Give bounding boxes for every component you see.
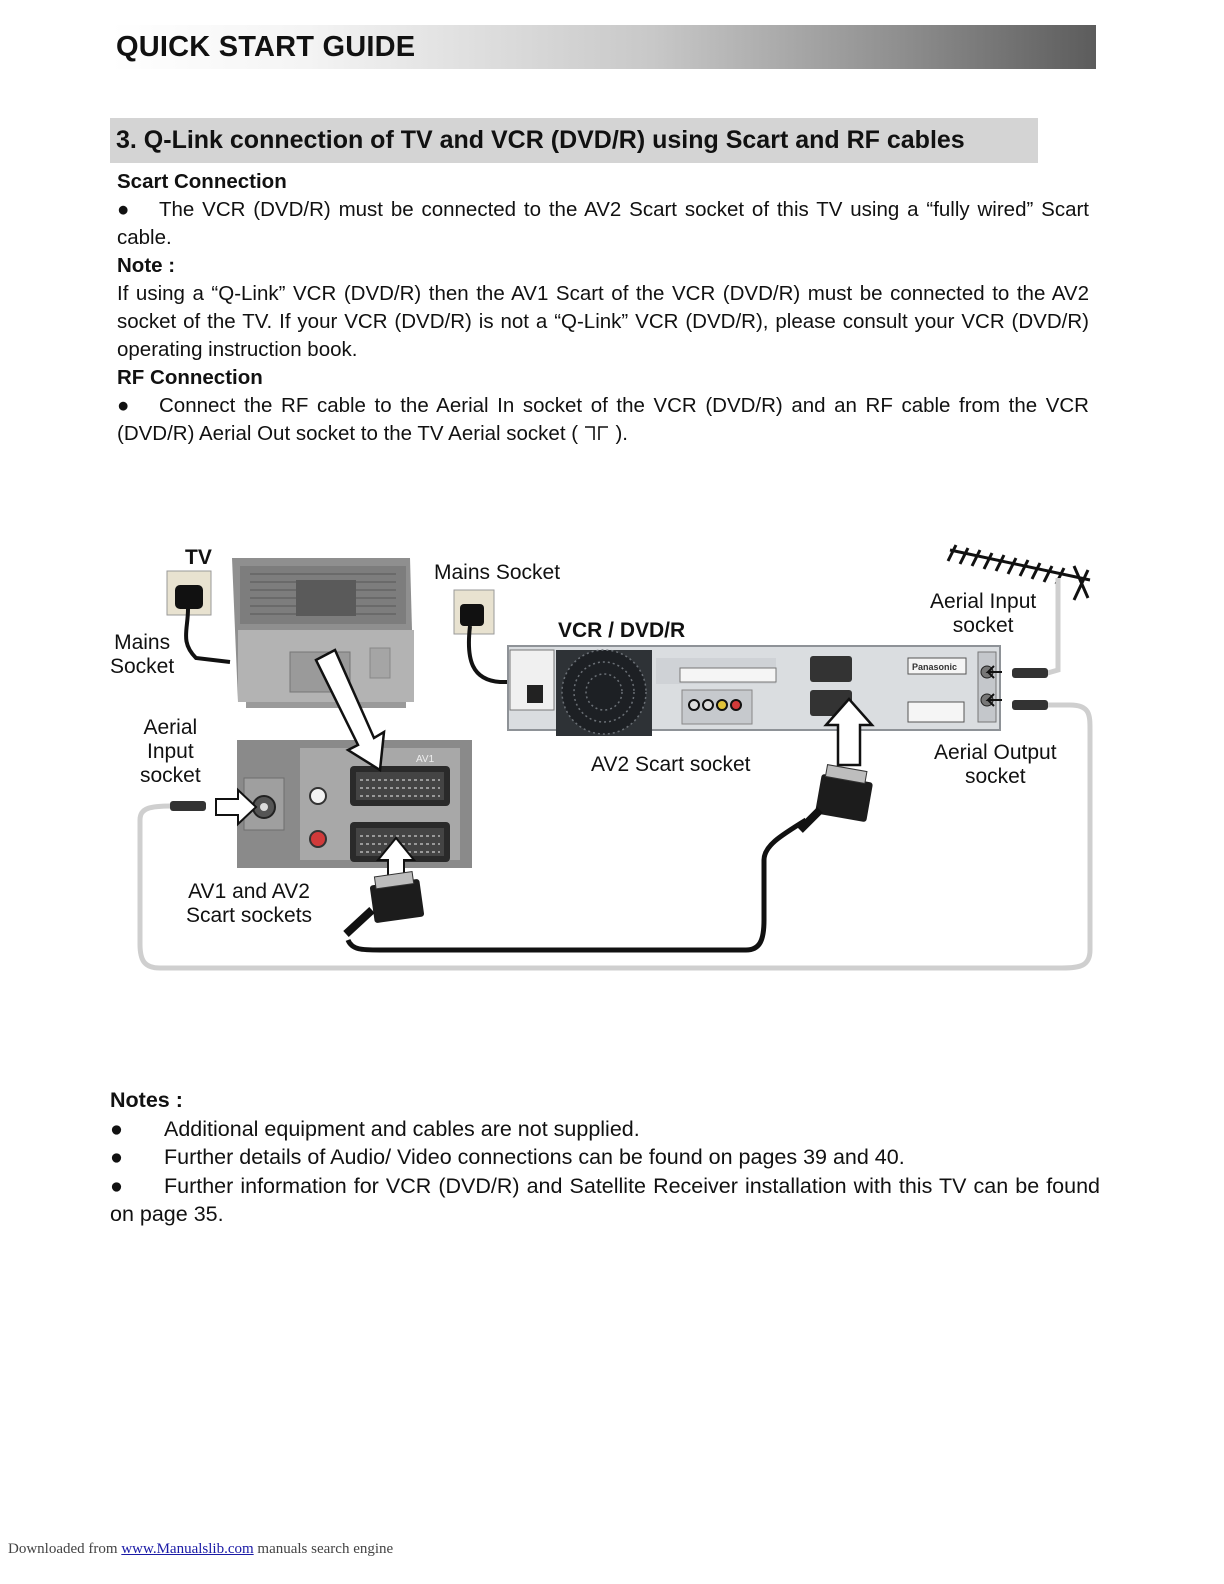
footer-prefix: Downloaded from bbox=[8, 1541, 122, 1557]
vcr-label: VCR / DVD/R bbox=[558, 619, 686, 642]
vcr-wall-socket-icon bbox=[453, 589, 522, 684]
brand-text: Panasonic bbox=[912, 662, 957, 672]
bullet-icon: ● bbox=[117, 394, 130, 417]
aerial-input-arrow-icon bbox=[215, 787, 258, 827]
rf-heading: RF Connection bbox=[117, 366, 263, 389]
note-heading: Note : bbox=[117, 254, 176, 277]
header-banner: QUICK START GUIDE bbox=[110, 25, 1096, 69]
page-title: QUICK START GUIDE bbox=[116, 31, 416, 63]
tv-aerial-input-label: Aerial Input socket bbox=[140, 716, 201, 787]
note-item-text: Further information for VCR (DVD/R) and … bbox=[110, 1173, 1100, 1227]
aerial-socket-symbol-icon bbox=[584, 426, 608, 440]
tv-label: TV bbox=[185, 546, 212, 569]
bullet-icon: ● bbox=[117, 198, 130, 221]
av2-scart-socket-label: AV2 Scart socket bbox=[591, 753, 751, 776]
tv-rf-plug-icon bbox=[170, 801, 206, 811]
tv-back-icon bbox=[232, 558, 414, 708]
vcr-aerial-output-label: Aerial Output socket bbox=[934, 741, 1057, 788]
rf-bullet-paragraph: ●Connect the RF cable to the Aerial In s… bbox=[117, 392, 1089, 448]
notes-heading: Notes : bbox=[110, 1088, 183, 1112]
instructions-body: Scart Connection ●The VCR (DVD/R) must b… bbox=[117, 168, 1089, 448]
tv-mains-socket-label: Mains Socket bbox=[110, 631, 175, 678]
connection-diagram: AV1 bbox=[0, 530, 1224, 990]
note-item-text: Further details of Audio/ Video connecti… bbox=[164, 1145, 905, 1169]
scart-bullet-text: The VCR (DVD/R) must be connected to the… bbox=[117, 198, 1089, 249]
bullet-icon: ● bbox=[110, 1116, 123, 1141]
note-item: ●Further information for VCR (DVD/R) and… bbox=[110, 1172, 1100, 1229]
scart-cable bbox=[345, 817, 808, 953]
rf-plug-in-icon bbox=[1012, 668, 1048, 678]
zoom-arrow-icon bbox=[314, 648, 386, 773]
connection-diagram-illustration: AV1 bbox=[137, 544, 1093, 971]
vcr-scart-arrow-icon bbox=[823, 697, 875, 767]
vcr-mains-socket-label: Mains Socket bbox=[434, 561, 561, 584]
vcr-aerial-out-arrow-icon bbox=[985, 693, 1002, 707]
notes-section: Notes : ● Additional equipment and cables… bbox=[110, 1086, 1100, 1229]
footer-suffix: manuals search engine bbox=[253, 1541, 394, 1557]
note-text: If using a “Q-Link” VCR (DVD/R) then the… bbox=[117, 282, 1089, 361]
bullet-icon: ● bbox=[110, 1173, 123, 1198]
section-title: 3. Q-Link connection of TV and VCR (DVD/… bbox=[116, 126, 965, 154]
rf-bullet-end: ). bbox=[609, 422, 628, 445]
rf-cable bbox=[137, 702, 1093, 971]
rf-bullet-text: Connect the RF cable to the Aerial In so… bbox=[117, 394, 1089, 445]
vcr-unit-icon bbox=[507, 645, 1001, 736]
tv-connection-panel bbox=[237, 740, 472, 868]
tv-wall-socket-icon bbox=[166, 570, 231, 664]
scart-bullet-paragraph: ●The VCR (DVD/R) must be connected to th… bbox=[117, 196, 1089, 252]
note-item-text: Additional equipment and cables are not … bbox=[164, 1116, 640, 1141]
panel-av1-text: AV1 bbox=[416, 754, 435, 765]
vcr-aerial-input-label: Aerial Input socket bbox=[930, 590, 1037, 637]
scart-plug-vcr-icon bbox=[797, 764, 873, 833]
note-item: ● Additional equipment and cables are not… bbox=[110, 1115, 1100, 1144]
manualslib-link[interactable]: www.Manualslib.com bbox=[121, 1541, 254, 1557]
footer-attribution: Downloaded from www.Manualslib.com manua… bbox=[8, 1541, 393, 1558]
note-item: ● Further details of Audio/ Video connect… bbox=[110, 1143, 1100, 1172]
bullet-icon: ● bbox=[110, 1145, 123, 1169]
scart-plug-tv-icon bbox=[343, 871, 425, 937]
vcr-aerial-in-arrow-icon bbox=[985, 665, 1002, 679]
section-title-box: 3. Q-Link connection of TV and VCR (DVD/… bbox=[110, 118, 1038, 163]
antenna-icon bbox=[946, 544, 1091, 677]
scart-heading: Scart Connection bbox=[117, 170, 287, 193]
av1-av2-scart-label: AV1 and AV2 Scart sockets bbox=[186, 880, 313, 927]
rf-plug-out-icon bbox=[1012, 700, 1048, 710]
